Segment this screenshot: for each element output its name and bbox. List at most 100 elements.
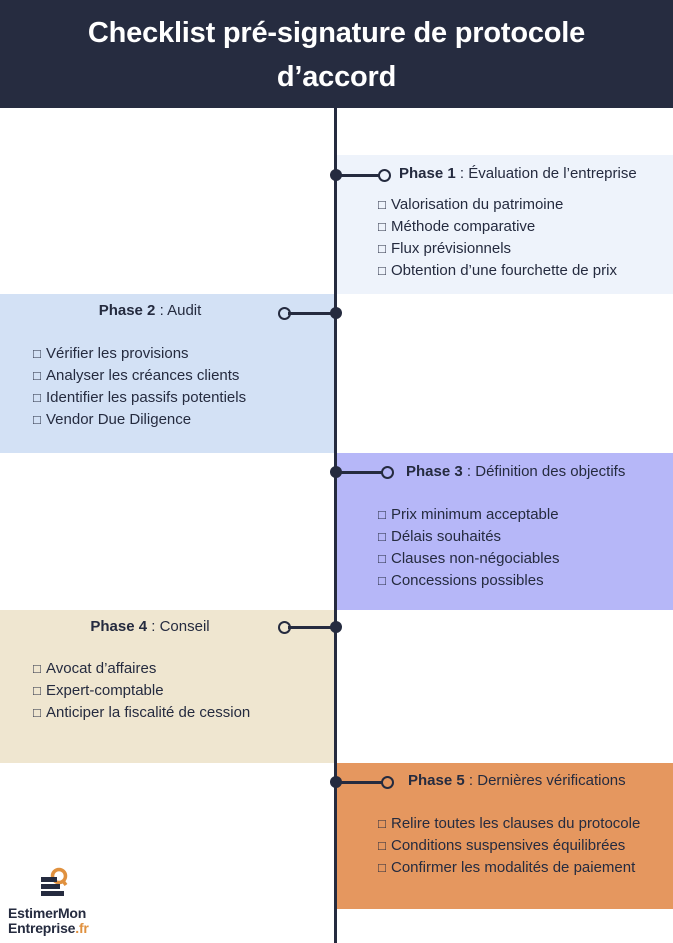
connector-phase-4 [288,626,334,629]
checkbox-icon[interactable]: □ [33,368,41,383]
checkbox-icon[interactable]: □ [33,661,41,676]
phase-label: Phase 5 [408,772,465,789]
checklist-item[interactable]: □ Valorisation du patrimoine [378,194,617,216]
checklist-item-label: Identifier les passifs potentiels [46,389,247,406]
phase-5-card: Phase 5 : Dernières vérifications □ Relir… [337,763,673,909]
checklist-item-label: Conditions suspensives équilibrées [391,837,626,854]
logo-text-line-1: EstimerMon [8,905,87,921]
checklist-item-label: Confirmer les modalités de paiement [391,859,636,876]
checklist-item[interactable]: □ Avocat d’affaires [33,658,250,680]
phase-name: Conseil [159,618,210,635]
connector-phase-5 [336,781,382,784]
connector-phase-2 [288,312,334,315]
checklist-item[interactable]: □ Vérifier les provisions [33,343,246,365]
checklist-item-label: Flux prévisionnels [391,240,512,257]
checkbox-icon[interactable]: □ [33,346,41,361]
phase-separator: : [462,463,476,480]
connector-phase-1 [336,174,379,177]
phase-5-title: Phase 5 : Dernières vérifications [408,771,626,791]
checklist-item[interactable]: □ Délais souhaités [378,526,559,548]
phase-1-card: Phase 1 : Évaluation de l’entreprise □ Va… [337,155,673,294]
checklist-item-label: Vérifier les provisions [46,345,189,362]
checklist-item[interactable]: □Obtention d’une fourchette de prix [378,260,617,282]
checklist-item[interactable]: □ Prix minimum acceptable [378,504,559,526]
phase-3-checklist: □ Prix minimum acceptable □ Délais souhait… [378,504,559,592]
checklist-item[interactable]: □ Relire toutes les clauses du protocole [378,813,640,835]
open-circle-icon [378,169,391,182]
checklist-item-label: Relire toutes les clauses du protocole [391,815,641,832]
phase-1-title: Phase 1 : Évaluation de l’entreprise [399,164,637,184]
checklist-item-label: Délais souhaités [391,528,502,545]
checklist-item[interactable]: □ Méthode comparative [378,216,617,238]
checklist-item[interactable]: □ Identifier les passifs potentiels [33,387,246,409]
phase-label: Phase 3 [406,463,463,480]
checkbox-icon[interactable]: □ [378,197,386,212]
timeline-axis [334,108,337,943]
open-circle-icon [381,776,394,789]
phase-2-checklist: □ Vérifier les provisions □ Analyser les c… [33,343,246,431]
checklist-item-label: Concessions possibles [391,572,544,589]
checklist-item[interactable]: □ Analyser les créances clients [33,365,246,387]
open-circle-icon [278,621,291,634]
phase-label: Phase 2 [98,302,156,319]
phase-separator: : [464,772,478,789]
timeline-node-phase-2 [330,307,342,319]
phase-separator: : [155,302,168,319]
checkbox-icon[interactable]: □ [33,390,41,405]
checkbox-icon[interactable]: □ [33,412,41,427]
checkbox-icon[interactable]: □ [378,241,386,256]
phase-2-card: Phase 2 : Audit □ Vérifier les provisions… [0,294,335,453]
phase-name: Définition des objectifs [475,463,626,480]
phase-5-checklist: □Relire toutes les clauses du protocole … [378,813,640,879]
phase-separator: : [455,165,469,182]
checklist-item[interactable]: □ Vendor Due Diligence [33,409,246,431]
phase-3-title: Phase 3 : Définition des objectifs [406,462,625,482]
checkbox-icon[interactable]: □ [33,683,41,698]
checklist-item-label: Analyser les créances clients [46,367,240,384]
checklist-item-label: Valorisation du patrimoine [391,196,564,213]
checklist-item[interactable]: □ Concessions possibles [378,570,559,592]
checklist-item-label: Méthode comparative [391,218,536,235]
phase-4-title: Phase 4 : Conseil [0,617,300,637]
phase-label: Phase 1 [399,165,456,182]
logo-text-suffix: .fr [75,920,89,936]
checkbox-icon[interactable]: □ [378,529,386,544]
checkbox-icon[interactable]: □ [378,573,386,588]
checkbox-icon[interactable]: □ [378,263,386,278]
checkbox-icon[interactable]: □ [33,705,41,720]
header-banner: Checklist pré-signature de protocole d’a… [0,0,673,108]
checklist-item[interactable]: □ Expert-comptable [33,680,250,702]
checklist-item-label: Prix minimum acceptable [391,506,559,523]
phase-2-title: Phase 2 : Audit [0,301,300,321]
checklist-item[interactable]: □ Flux prévisionnels [378,238,617,260]
checklist-item[interactable]: □ Confirmer les modalités de paiement [378,857,640,879]
open-circle-icon [381,466,394,479]
checklist-item-label: Avocat d’affaires [46,660,157,677]
checkbox-icon[interactable]: □ [378,860,386,875]
phase-4-checklist: □ Avocat d’affaires □ Expert-comptable □An… [33,658,250,724]
magnifier-stack-icon [41,867,68,896]
checklist-item-label: Expert-comptable [46,682,164,699]
phase-name: Dernières vérifications [477,772,626,789]
checklist-item[interactable]: □ Clauses non-négociables [378,548,559,570]
connector-phase-3 [336,471,382,474]
timeline-node-phase-4 [330,621,342,633]
brand-logo[interactable]: EstimerMon Entreprise.fr [8,866,118,943]
phase-name: Évaluation de l’entreprise [468,165,637,182]
checkbox-icon[interactable]: □ [378,219,386,234]
checkbox-icon[interactable]: □ [378,838,386,853]
checklist-item[interactable]: □ Conditions suspensives équilibrées [378,835,640,857]
checkbox-icon[interactable]: □ [378,551,386,566]
checklist-item[interactable]: □Anticiper la fiscalité de cession [33,702,250,724]
phase-separator: : [147,618,160,635]
logo-text-main: Entreprise [8,920,76,936]
page-title-line-1: Checklist pré-signature de protocole [87,17,586,49]
checklist-item-label: Clauses non-négociables [391,550,560,567]
logo-text-line-2: Entreprise.fr [8,921,89,936]
checklist-item-label: Vendor Due Diligence [46,411,192,428]
phase-label: Phase 4 [90,618,148,635]
checkbox-icon[interactable]: □ [378,816,386,831]
phase-4-card: Phase 4 : Conseil □ Avocat d’affaires □ Ex… [0,610,335,763]
page-title-line-2: d’accord [276,61,397,93]
checkbox-icon[interactable]: □ [378,507,386,522]
